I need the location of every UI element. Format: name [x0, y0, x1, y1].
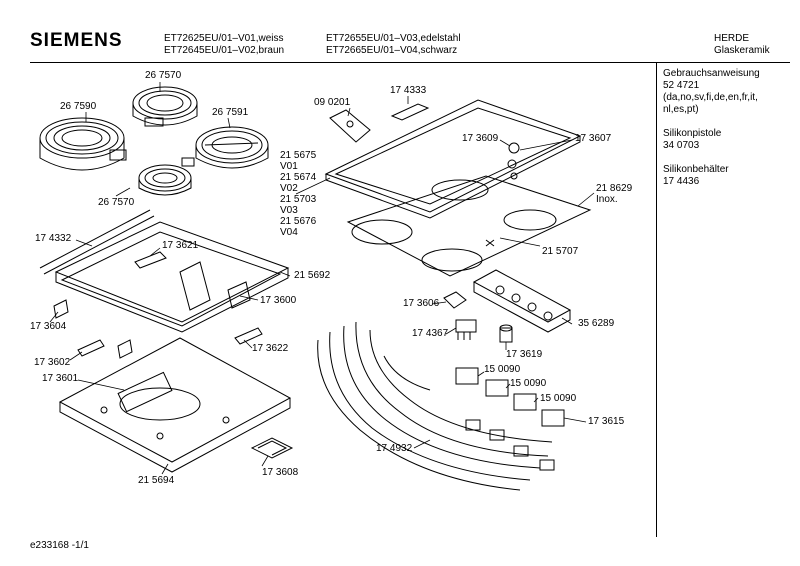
label-267570-bottom: 26 7570	[98, 197, 135, 208]
brackets	[54, 252, 262, 358]
glass-top-frame	[326, 100, 580, 218]
model-v04: ET72665EU/01–V04,schwarz	[326, 45, 458, 56]
strip-174333	[392, 104, 428, 120]
label-150090-a: 15 0090	[484, 364, 521, 375]
label-v02: V02	[280, 183, 298, 194]
label-215694: 21 5694	[138, 475, 175, 486]
label-173607: 17 3607	[575, 133, 612, 144]
label-173606: 17 3606	[403, 298, 440, 309]
label-173609: 17 3609	[462, 133, 499, 144]
knob-173619	[500, 325, 512, 342]
frame-174332	[40, 210, 288, 332]
model-list-2: ET72655EU/01–V03,edelstahl ET72665EU/01–…	[326, 33, 461, 57]
label-173622: 17 3622	[252, 343, 289, 354]
sidebar-accessories: Gebrauchsanweisung 52 4721 (da,no,sv,fi,…	[663, 68, 760, 188]
category-herde: HERDE	[714, 33, 750, 44]
heating-element-267570-bottom	[139, 158, 194, 195]
label-174367: 17 4367	[412, 328, 449, 339]
heating-element-267591	[196, 127, 268, 168]
document-id: e233168 -1/1	[30, 540, 89, 551]
model-v02: ET72645EU/01–V02,braun	[164, 45, 285, 56]
wiring-loom-174932	[318, 322, 554, 490]
brand-logo: SIEMENS	[30, 30, 123, 51]
accessory-silicone-tube-name: Silikonbehälter	[663, 164, 729, 175]
label-v04: V04	[280, 227, 298, 238]
label-267591: 26 7591	[212, 107, 249, 118]
label-215674: 21 5674	[280, 172, 317, 183]
leader-lines	[50, 82, 594, 474]
accessory-manual-langs-1: (da,no,sv,fi,de,en,fr,it,	[663, 92, 758, 103]
accessory-silicone-gun-code: 34 0703	[663, 140, 700, 151]
heating-element-267570-top	[133, 87, 197, 126]
label-174932: 17 4932	[376, 443, 413, 454]
control-rail-356289	[474, 270, 570, 332]
label-v03: V03	[280, 205, 298, 216]
header-divider	[30, 62, 790, 63]
label-173619: 17 3619	[506, 349, 543, 360]
keypad-173608	[252, 438, 292, 458]
label-218629: 21 8629	[596, 183, 633, 194]
label-090201: 09 0201	[314, 97, 351, 108]
label-v01: V01	[280, 161, 298, 172]
label-356289: 35 6289	[578, 318, 615, 329]
accessory-manual-langs-2: nl,es,pt)	[663, 104, 699, 115]
connector-174367	[456, 320, 476, 340]
clip-090201	[330, 110, 370, 142]
label-173604: 17 3604	[30, 321, 67, 332]
sidebar-divider	[656, 62, 657, 537]
label-215675: 21 5675	[280, 150, 317, 161]
label-173602: 17 3602	[34, 357, 71, 368]
model-v03: ET72655EU/01–V03,edelstahl	[326, 33, 461, 44]
lever-173606	[444, 292, 466, 308]
glass-panel	[348, 176, 590, 276]
label-150090-c: 15 0090	[540, 393, 577, 404]
accessory-silicone-gun-name: Silikonpistole	[663, 128, 722, 139]
label-174332: 17 4332	[35, 233, 72, 244]
label-174333: 17 4333	[390, 85, 427, 96]
accessory-silicone-tube-code: 17 4436	[663, 176, 700, 187]
model-v01: ET72625EU/01–V01,weiss	[164, 33, 284, 44]
label-173601: 17 3601	[42, 373, 79, 384]
heating-element-267590	[40, 118, 126, 170]
label-173608: 17 3608	[262, 467, 299, 478]
label-150090-b: 15 0090	[510, 378, 547, 389]
label-173600: 17 3600	[260, 295, 297, 306]
bottom-tray-215694	[60, 338, 290, 472]
label-215707: 21 5707	[542, 246, 579, 257]
label-173621: 17 3621	[162, 240, 199, 251]
label-173615: 17 3615	[588, 416, 625, 427]
label-267570-top: 26 7570	[145, 70, 182, 81]
accessory-manual-code: 52 4721	[663, 80, 700, 91]
label-215692: 21 5692	[294, 270, 331, 281]
label-215676: 21 5676	[280, 216, 317, 227]
label-inox: Inox.	[596, 194, 618, 205]
accessory-manual-name: Gebrauchsanweisung	[663, 68, 760, 79]
model-list-1: ET72625EU/01–V01,weiss ET72645EU/01–V02,…	[164, 33, 284, 57]
product-category: HERDE Glaskeramik	[714, 33, 770, 57]
label-267590: 26 7590	[60, 101, 97, 112]
label-215703: 21 5703	[280, 194, 317, 205]
category-glaskeramik: Glaskeramik	[714, 45, 770, 56]
